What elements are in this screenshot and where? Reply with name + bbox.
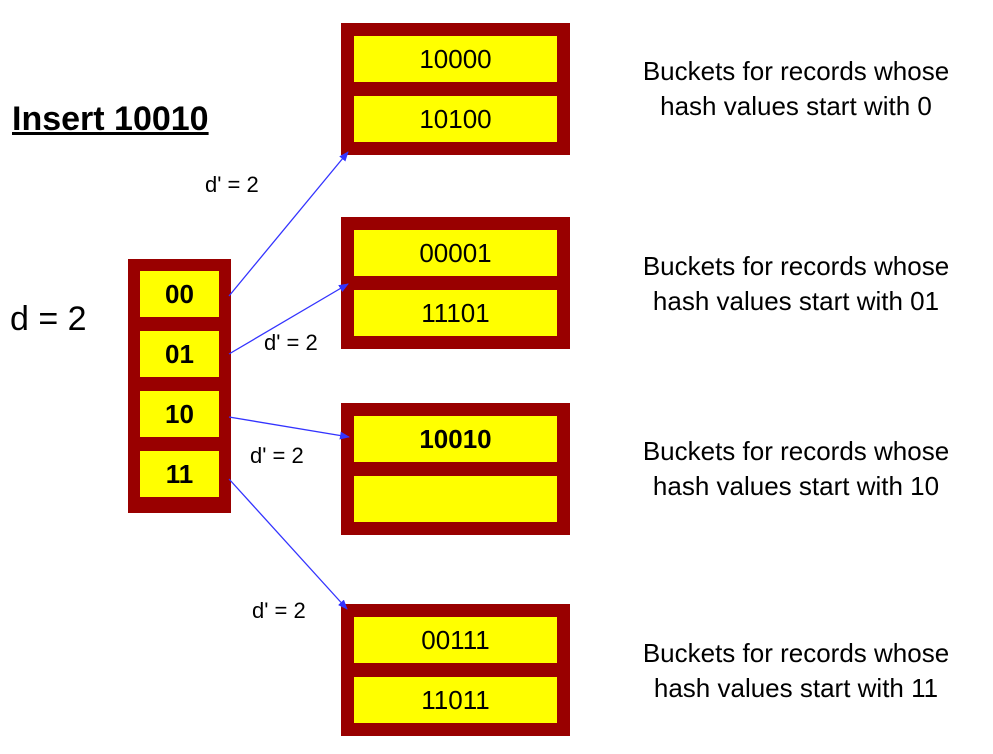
bucket-0-record-2: 10100 — [354, 96, 557, 142]
bucket-3-caption-line-2: hash values start with 11 — [653, 673, 939, 703]
directory-entry-01: 01 — [140, 331, 219, 377]
bucket-1-caption-line-1: Buckets for records whose — [642, 251, 950, 281]
bucket-0-caption: Buckets for records whose hash values st… — [600, 54, 992, 124]
bucket-1-caption: Buckets for records whose hash values st… — [600, 249, 992, 319]
pointer-arrow-11 — [228, 478, 348, 610]
bucket-1-caption-line-2: hash values start with 01 — [652, 286, 940, 316]
bucket-2-caption: Buckets for records whose hash values st… — [600, 434, 992, 504]
bucket-2-caption-line-2: hash values start with 10 — [652, 471, 940, 501]
bucket-3-record-2: 11011 — [354, 677, 557, 723]
global-depth-label: d = 2 — [10, 300, 87, 338]
bucket-3-local-depth: d' = 2 — [252, 598, 306, 623]
directory-entry-11: 11 — [140, 451, 219, 497]
bucket-2-caption-line-1: Buckets for records whose — [642, 436, 950, 466]
bucket-1: 00001 11101 — [341, 217, 570, 349]
bucket-2-record-1: 10010 — [354, 416, 557, 462]
directory-entry-00: 00 — [140, 271, 219, 317]
pointer-arrow-10 — [228, 416, 350, 440]
bucket-0-local-depth: d' = 2 — [205, 172, 259, 197]
bucket-0-caption-line-1: Buckets for records whose — [642, 56, 950, 86]
bucket-3: 00111 11011 — [341, 604, 570, 736]
bucket-3-caption-line-1: Buckets for records whose — [642, 638, 950, 668]
directory: 00 01 10 11 — [128, 259, 231, 513]
bucket-1-record-2: 11101 — [354, 290, 557, 336]
bucket-0-caption-line-2: hash values start with 0 — [660, 91, 932, 121]
bucket-2-local-depth: d' = 2 — [250, 443, 304, 468]
bucket-1-local-depth: d' = 2 — [264, 330, 318, 355]
bucket-2-record-2 — [354, 476, 557, 522]
page-title: Insert 10010 — [12, 100, 209, 138]
bucket-1-record-1: 00001 — [354, 230, 557, 276]
bucket-0: 10000 10100 — [341, 23, 570, 155]
bucket-3-caption: Buckets for records whose hash values st… — [600, 636, 992, 706]
bucket-3-record-1: 00111 — [354, 617, 557, 663]
bucket-2: 10010 — [341, 403, 570, 535]
directory-entry-10: 10 — [140, 391, 219, 437]
bucket-0-record-1: 10000 — [354, 36, 557, 82]
